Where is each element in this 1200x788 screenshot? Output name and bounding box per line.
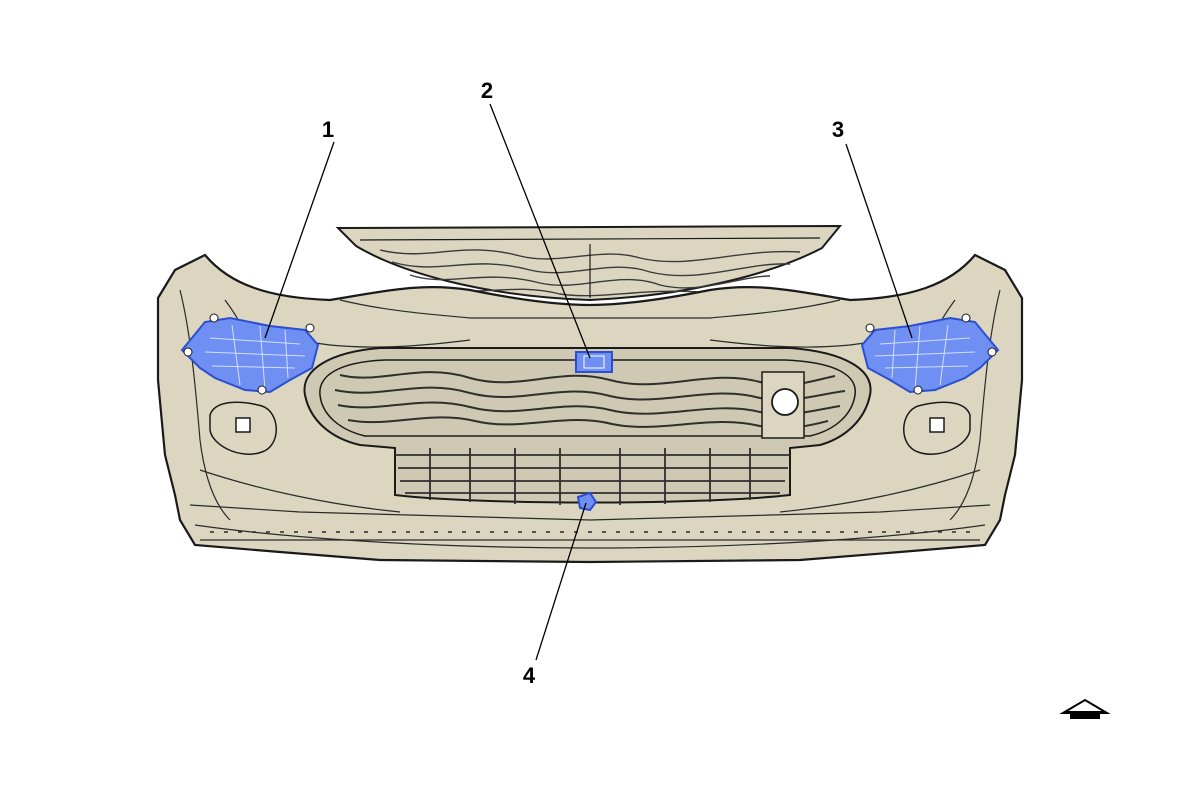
- part-3-right-headlamp-bracket: [860, 313, 1000, 395]
- upper-grille: [335, 224, 843, 302]
- camera-housing: [761, 371, 805, 439]
- callout-3: 3: [832, 117, 844, 142]
- lower-grille: [303, 347, 872, 505]
- leader-line-2: [489, 103, 591, 359]
- right-fog-lamp-recess: [903, 401, 971, 455]
- left-fog-lamp-recess: [209, 401, 277, 455]
- leader-line-1: [264, 141, 335, 339]
- part-2-center-clip: [575, 351, 613, 373]
- callout-4: 4: [523, 663, 536, 688]
- leader-line-4: [535, 502, 587, 661]
- leader-lines: [264, 103, 913, 661]
- part-4-lower-clip: [576, 491, 598, 512]
- callout-1: 1: [322, 117, 334, 142]
- front-view-arrow-icon: [1059, 698, 1111, 719]
- part-1-left-headlamp-bracket: [180, 313, 320, 395]
- leader-line-3: [845, 143, 913, 339]
- callout-2: 2: [481, 78, 493, 103]
